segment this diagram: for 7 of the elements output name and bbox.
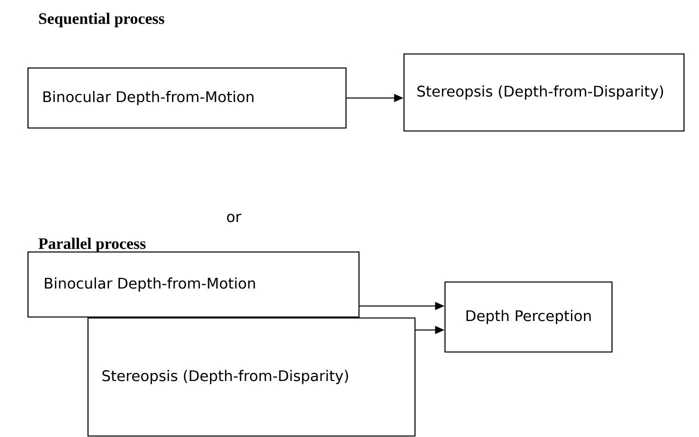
process-box: Stereopsis (Depth-from-Disparity) [87,317,416,437]
process-box: Depth Perception [444,281,613,353]
section-heading: Sequential process [39,12,164,28]
connector-word: or [227,214,242,222]
process-box: Stereopsis (Depth-from-Disparity) [403,53,685,132]
process-box: Binocular Depth-from-Motion [27,251,360,318]
process-box: Binocular Depth-from-Motion [27,67,347,129]
